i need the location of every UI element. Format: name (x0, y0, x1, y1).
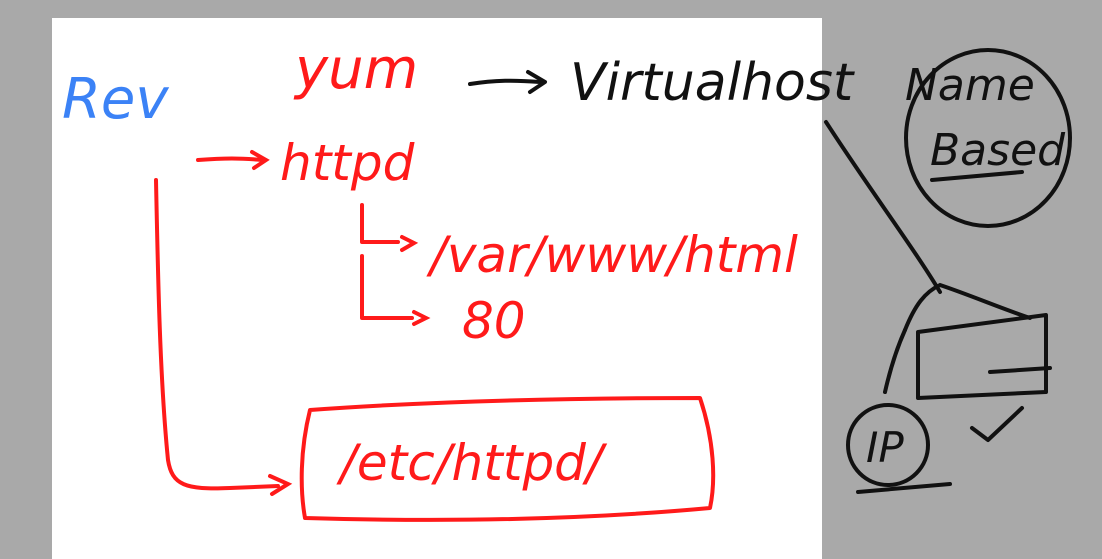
ip-underline (856, 482, 952, 494)
name-label: Name (905, 60, 1035, 111)
connector-line (824, 120, 942, 294)
server-box (916, 313, 1048, 400)
arrow-yum-to-virtualhost (468, 78, 542, 86)
yum-label: yum (293, 37, 418, 102)
checkmark-icon (970, 406, 1024, 442)
box-inner-line (988, 366, 1052, 374)
arrowhead-icon (268, 474, 293, 496)
name-based-circle (904, 48, 1072, 228)
based-underline (930, 170, 1024, 182)
arrowhead-icon (526, 70, 547, 94)
ip-connector-line (883, 328, 907, 394)
branch-docroot (360, 203, 400, 244)
branch-port (360, 254, 414, 320)
ip-circle (846, 403, 930, 487)
branch-config (154, 178, 280, 491)
arrowhead-icon (250, 150, 270, 170)
arrowhead-icon (400, 235, 419, 252)
arrow-to-httpd (196, 156, 264, 162)
config-box (299, 396, 716, 522)
based-label: Based (930, 125, 1066, 176)
fork-line (903, 282, 1032, 332)
docroot-label: /var/www/html (426, 226, 798, 284)
virtualhost-label: Virtualhost (570, 53, 855, 113)
arrowhead-icon (412, 310, 431, 326)
rev-label: Rev (62, 67, 169, 132)
port-label: 80 (462, 292, 526, 350)
config-path-label: /etc/httpd/ (336, 434, 608, 492)
whiteboard-page (52, 18, 822, 559)
ip-label: IP (866, 423, 904, 472)
httpd-label: httpd (280, 134, 415, 192)
